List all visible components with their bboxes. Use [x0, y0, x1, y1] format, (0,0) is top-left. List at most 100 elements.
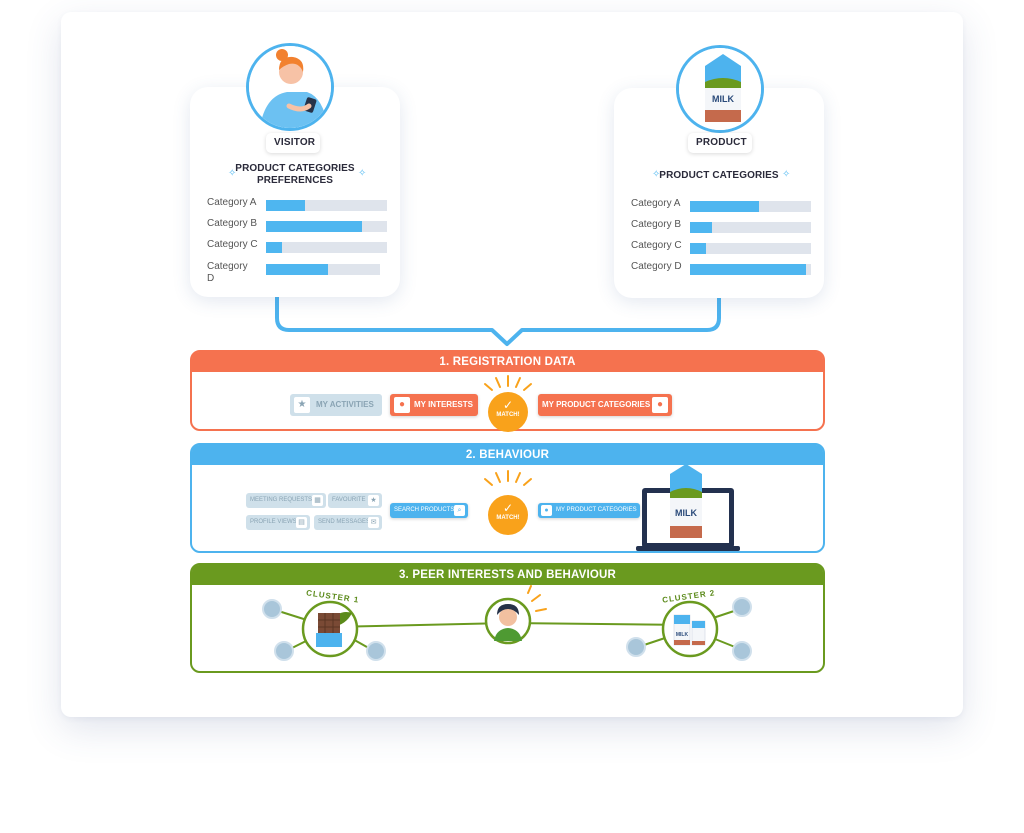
- user-icon: ●: [541, 505, 552, 516]
- user-icon: ●: [652, 397, 668, 413]
- product-category-row: Category D: [631, 261, 811, 277]
- product-category-row: Category A: [631, 198, 811, 214]
- registration-section-title: 1. REGISTRATION DATA: [192, 352, 823, 372]
- category-bar: [690, 201, 811, 212]
- peer-user-icon: [626, 637, 646, 657]
- visitor-peer-node: [484, 597, 532, 645]
- match-badge: ✓ MATCH!: [488, 392, 528, 432]
- category-label: Category D: [207, 261, 248, 284]
- peer-user-icon: [366, 641, 386, 661]
- milk-carton-icon: MILK: [670, 464, 702, 538]
- peer-user-icon: [262, 599, 282, 619]
- peer-user-icon: [274, 641, 294, 661]
- category-label: Category A: [207, 197, 257, 208]
- my-interests-label: MY INTERESTS: [414, 400, 473, 409]
- my-activities-label: MY ACTIVITIES: [316, 400, 374, 409]
- my-activities-chip: ★ MY ACTIVITIES: [290, 394, 382, 416]
- match-label: MATCH!: [496, 412, 520, 418]
- category-bar-fill: [266, 264, 328, 275]
- id-card-icon: ▤: [296, 517, 307, 528]
- my-product-categories-chip: ● MY PRODUCT CATEGORIES: [538, 503, 640, 518]
- category-bar-fill: [266, 200, 305, 211]
- envelope-icon: ✉: [368, 517, 379, 528]
- my-interests-chip: ● MY INTERESTS: [390, 394, 478, 416]
- carton-label: MILK: [675, 508, 697, 518]
- laptop-icon: MILK: [636, 464, 740, 551]
- visitor-person-icon: [249, 46, 331, 128]
- category-bar: [266, 200, 387, 211]
- category-label: Category B: [207, 218, 258, 229]
- search-products-chip: SEARCH PRODUCTS ⌕: [390, 503, 468, 518]
- profile-views-chip: PROFILE VIEWS ▤: [246, 515, 310, 530]
- calendar-icon: ▦: [312, 495, 323, 506]
- favourite-chip: FAVOURITE ★: [328, 493, 382, 508]
- peer-section-title: 3. PEER INTERESTS AND BEHAVIOUR: [192, 565, 823, 585]
- search-products-label: SEARCH PRODUCTS: [394, 507, 455, 513]
- visitor-category-row: Category B: [207, 218, 387, 234]
- sparkle-icon: ✧: [782, 169, 791, 180]
- check-circle-icon: ✓: [502, 501, 514, 515]
- user-icon: ●: [394, 397, 410, 413]
- visitor-category-row: Category C: [207, 239, 387, 255]
- meeting-requests-chip: MEETING REQUESTS ▦: [246, 493, 326, 508]
- meeting-requests-label: MEETING REQUESTS: [250, 497, 313, 503]
- visitor-avatar: [246, 43, 334, 131]
- category-bar: [690, 243, 811, 254]
- star-icon: ★: [294, 397, 310, 413]
- sparkle-icon: ✧: [358, 168, 367, 179]
- peer-section: 3. PEER INTERESTS AND BEHAVIOUR: [190, 563, 825, 673]
- carton-label: MILK: [712, 94, 734, 104]
- my-product-categories-label: MY PRODUCT CATEGORIES: [542, 400, 651, 409]
- star-icon: ★: [368, 495, 379, 506]
- product-panel-title: PRODUCT CATEGORIES: [659, 170, 779, 181]
- match-badge: ✓ MATCH!: [488, 495, 528, 535]
- chocolate-icon: [318, 613, 340, 635]
- favourite-label: FAVOURITE: [332, 497, 366, 503]
- visitor-title-line1: PRODUCT CATEGORIES: [235, 163, 355, 174]
- cluster-2-node: MILK: [661, 600, 719, 658]
- category-label: Category A: [631, 198, 681, 209]
- category-label: Category D: [631, 261, 682, 272]
- match-rays-icon: [527, 585, 547, 612]
- category-label: Category C: [631, 240, 682, 251]
- registration-section: 1. REGISTRATION DATA ★ MY ACTIVITIES ● M…: [190, 350, 825, 432]
- category-label: Category B: [631, 219, 682, 230]
- category-bar: [690, 222, 811, 233]
- visitor-category-row: Category A: [207, 197, 387, 213]
- category-bar-fill: [266, 242, 282, 253]
- category-bar-fill: [690, 201, 759, 212]
- category-bar: [266, 221, 387, 232]
- visitor-title-line2: PREFERENCES: [256, 175, 334, 186]
- carton-label: MILK: [676, 632, 689, 638]
- category-bar: [266, 242, 387, 253]
- category-bar-fill: [690, 222, 712, 233]
- visitor-role-label: VISITOR: [266, 133, 320, 153]
- product-role-label: PRODUCT: [688, 133, 752, 153]
- visitor-category-row: Category D: [207, 261, 387, 285]
- search-icon: ⌕: [454, 505, 465, 516]
- visitor-panel-title: PRODUCT CATEGORIES PREFERENCES: [190, 163, 400, 187]
- product-avatar: MILK: [676, 45, 764, 133]
- my-product-categories-label: MY PRODUCT CATEGORIES: [556, 507, 637, 513]
- peer-user-icon: [732, 641, 752, 661]
- cluster-1-node: [301, 600, 359, 658]
- peer-user-icon: [732, 597, 752, 617]
- profile-views-label: PROFILE VIEWS: [250, 519, 297, 525]
- category-label: Category C: [207, 239, 258, 250]
- category-bar: [266, 264, 380, 275]
- peer-network: MILK: [262, 585, 752, 661]
- match-rays-icon: [484, 470, 532, 486]
- category-bar-fill: [690, 264, 807, 275]
- behaviour-section-title: 2. BEHAVIOUR: [192, 445, 823, 465]
- match-label: MATCH!: [496, 515, 520, 521]
- category-bar: [690, 264, 811, 275]
- milk-carton-icon: MILK: [679, 48, 761, 130]
- my-product-categories-chip: MY PRODUCT CATEGORIES ●: [538, 394, 672, 416]
- sparkle-icon: ✧: [228, 168, 237, 179]
- check-circle-icon: ✓: [502, 398, 514, 412]
- send-messages-label: SEND MESSAGES: [318, 519, 371, 525]
- product-category-row: Category B: [631, 219, 811, 235]
- category-bar-fill: [690, 243, 706, 254]
- category-bar-fill: [266, 221, 362, 232]
